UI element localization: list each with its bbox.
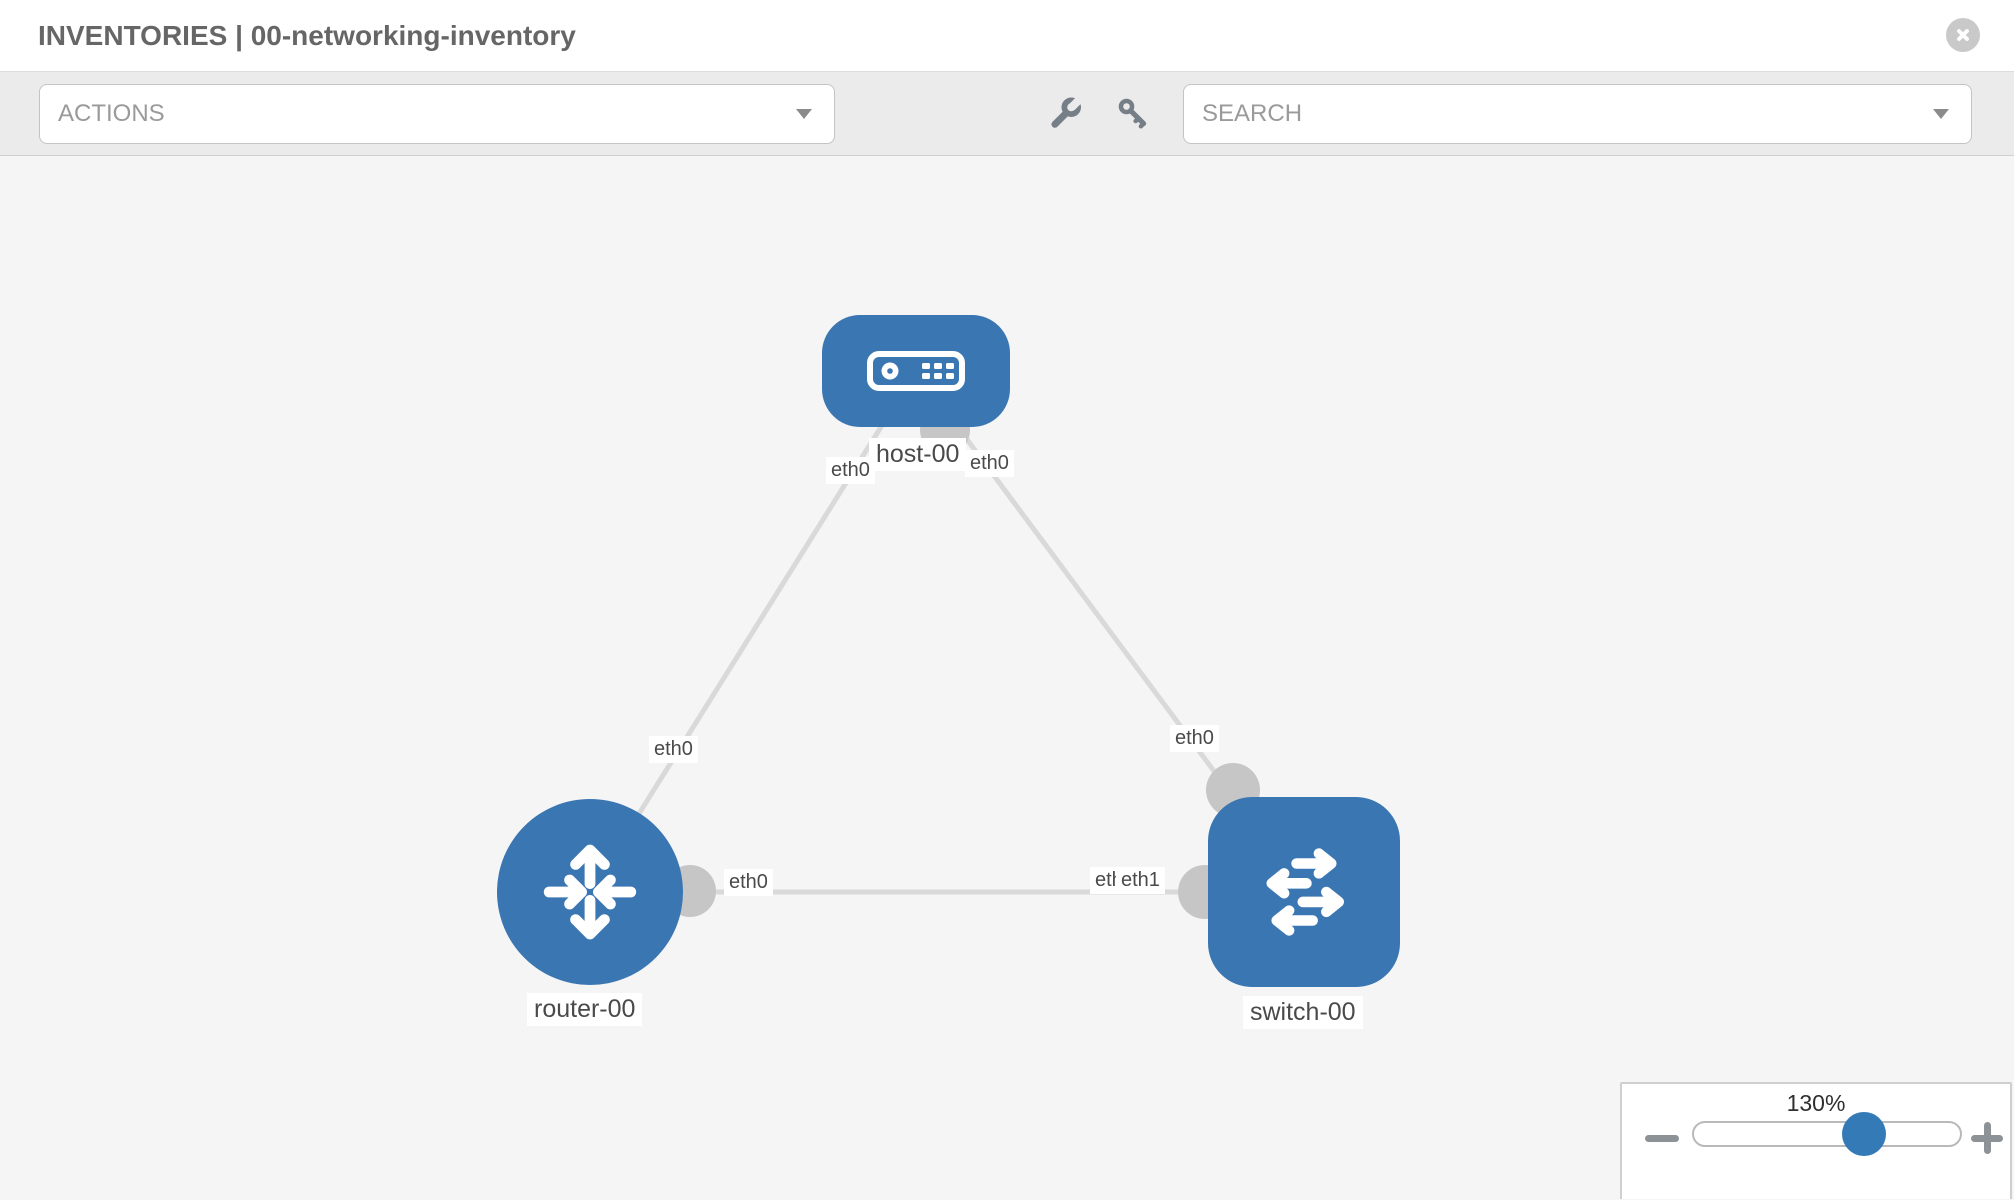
chevron-down-icon (796, 109, 812, 119)
actions-dropdown-label: ACTIONS (58, 100, 165, 127)
close-icon (1957, 29, 1969, 41)
search-dropdown-label: SEARCH (1202, 100, 1303, 127)
node-host-00[interactable] (822, 315, 1010, 427)
iface-label-host-eth0-right: eth0 (965, 450, 1014, 477)
iface-label-host-eth0-left: eth0 (826, 457, 875, 484)
iface-label-router-link-eth0: eth0 (649, 736, 698, 763)
wrench-icon[interactable] (1048, 96, 1084, 132)
router-icon (543, 844, 637, 940)
iface-label-router-eth0: eth0 (724, 869, 773, 896)
actions-dropdown[interactable]: ACTIONS (39, 84, 835, 144)
close-button[interactable] (1946, 18, 1980, 52)
zoom-in-button[interactable] (1969, 1122, 2005, 1154)
zoom-slider-track[interactable] (1692, 1112, 1962, 1156)
key-icon[interactable] (1116, 96, 1152, 132)
node-label-router: router-00 (527, 993, 643, 1026)
iface-label-switch-link-eth0: eth0 (1170, 725, 1219, 752)
zoom-level-value: 130% (1786, 1090, 1846, 1116)
node-label-switch: switch-00 (1243, 996, 1363, 1029)
iface-label-overlap-group: eth0 eth1 (1090, 867, 1210, 899)
page-title: INVENTORIES | 00-networking-inventory (38, 20, 576, 51)
node-switch-00[interactable] (1208, 797, 1400, 987)
zoom-panel: 130% (1620, 1082, 2012, 1199)
minus-icon (1645, 1135, 1679, 1142)
host-icon (867, 351, 965, 391)
search-dropdown[interactable]: SEARCH (1183, 84, 1972, 144)
topology-canvas[interactable]: host-00 router-00 switch-00 eth0 eth0 et… (0, 156, 2014, 1199)
node-router-00[interactable] (497, 799, 683, 985)
page-header: INVENTORIES | 00-networking-inventory (0, 0, 2014, 72)
node-label-host: host-00 (869, 438, 967, 471)
zoom-out-button[interactable] (1643, 1125, 1681, 1151)
toolbar: ACTIONS SEARCH (0, 72, 2014, 156)
switch-icon (1266, 848, 1344, 936)
zoom-controls (1622, 1112, 2010, 1187)
iface-label-switch-eth1: eth1 (1116, 867, 1165, 894)
topology-links (587, 369, 1307, 895)
chevron-down-icon (1933, 109, 1949, 119)
zoom-slider-knob[interactable] (1842, 1112, 1887, 1156)
